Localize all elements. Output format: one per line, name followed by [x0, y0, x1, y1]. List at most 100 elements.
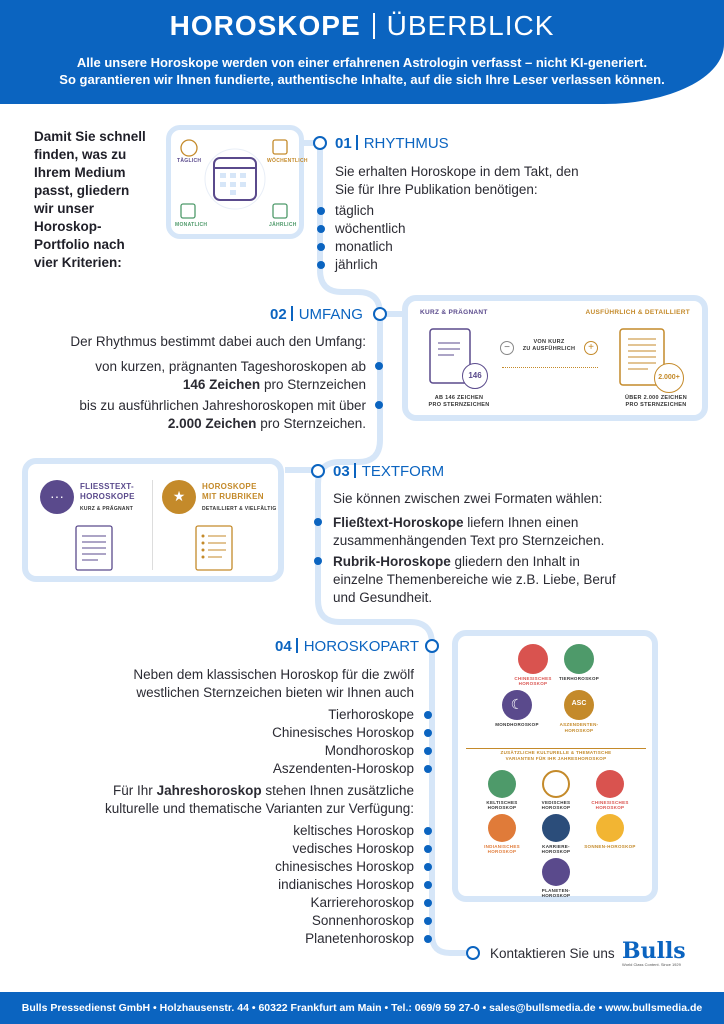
card-label-daily: TÄGLICH [177, 158, 202, 164]
list-item: monatlich [317, 238, 406, 256]
chinese-2-icon [596, 770, 624, 798]
node-01 [313, 136, 327, 150]
list-item: Chinesisches Horoskop [200, 724, 432, 742]
indian-icon [488, 814, 516, 842]
card-label-weekly: WÖCHENTLICH [267, 158, 308, 164]
header-banner: HOROSKOPE ÜBERBLICK Alle unsere Horoskope… [0, 0, 724, 104]
fliesstext-document-icon [75, 525, 113, 571]
rubriken-sub: DETAILLIERT & VIELFÄLTIG [202, 506, 277, 512]
list-item: indianisches Horoskop [200, 876, 432, 894]
list-item: Aszendenten-Horoskop [200, 760, 432, 778]
list-item: Sonnenhoroskop [200, 912, 432, 930]
animal-icon [564, 644, 594, 674]
kind-card: CHINESISCHES HOROSKOP TIERHOROSKOP ☾ MON… [452, 630, 658, 902]
node-03 [311, 464, 325, 478]
calendar-illustration [180, 139, 288, 219]
kind-text-2: Für Ihr Jahreshoroskop stehen Ihnen zusä… [105, 783, 414, 816]
header-subtitle: Alle unsere Horoskope werden von einer e… [0, 54, 724, 88]
label-sun: SONNEN-HOROSKOP [584, 844, 636, 849]
subtitle-line-1: Alle unsere Horoskope werden von einer e… [76, 55, 648, 70]
divider [152, 480, 153, 570]
subtitle-line-2: So garantieren wir Ihnen fundierte, auth… [59, 72, 665, 87]
list-item: vedisches Horoskop [200, 840, 432, 858]
node-02 [373, 307, 387, 321]
card-label-yearly: JÄHRLICH [269, 222, 297, 228]
list-item: täglich [317, 202, 406, 220]
page-title: HOROSKOPE ÜBERBLICK [0, 10, 724, 42]
vedic-icon [542, 770, 570, 798]
format-bullet-2: Rubrik-Horoskope gliedern den Inhalt in … [333, 554, 616, 605]
plus-icon: + [584, 341, 598, 355]
list-item: Tierhoroskope [200, 706, 432, 724]
list-item: Mondhoroskop [200, 742, 432, 760]
long-document-icon [619, 328, 665, 386]
career-icon [542, 814, 570, 842]
kind-list-1: Tierhoroskope Chinesisches Horoskop Mond… [200, 706, 432, 778]
list-item: Karrierehoroskop [200, 894, 432, 912]
scope-card: KURZ & PRÄGNANT AUSFÜHRLICH & DETAILLIER… [402, 295, 708, 421]
sun-icon [596, 814, 624, 842]
chinese-icon [518, 644, 548, 674]
format-bullet-1: Fließtext-Horoskope liefern Ihnen einen … [333, 515, 605, 548]
label-moon: MONDHOROSKOP [495, 722, 539, 727]
fliesstext-title: FLIESSTEXT-HOROSKOPE [80, 482, 135, 501]
label-asc: ASZENDENTEN-HOROSKOP [559, 722, 599, 733]
scope-bullet-1: von kurzen, prägnanten Tageshoroskopen a… [95, 359, 366, 392]
divider [466, 748, 646, 749]
label-chinese-2: CHINESISCHES HOROSKOP [591, 800, 629, 810]
bullet-dot [314, 557, 322, 565]
label-career: KARRIERE-HOROSKOP [541, 844, 571, 854]
fliesstext-sub: KURZ & PRÄGNANT [80, 506, 134, 512]
bullet-dot [375, 362, 383, 370]
scope-text: Der Rhythmus bestimmt dabei auch den Umf… [70, 334, 366, 349]
rhythm-card: TÄGLICH WÖCHENTLICH MONATLICH JÄHRLICH [166, 125, 307, 239]
card-title-short: KURZ & PRÄGNANT [420, 309, 488, 316]
rhythm-text: Sie erhalten Horoskope in dem Takt, den … [335, 164, 579, 197]
minus-icon: − [500, 341, 514, 355]
node-contact [466, 946, 480, 960]
kind-list-2: keltisches Horoskop vedisches Horoskop c… [200, 822, 432, 948]
title-bold: HOROSKOPE [169, 10, 361, 41]
label-chinese: CHINESISCHES HOROSKOP [514, 676, 552, 686]
label-indian: INDIANISCHES HOROSKOP [484, 844, 520, 854]
badge-146: 146 [462, 363, 488, 389]
rhythm-list: täglich wöchentlich monatlich jährlich [317, 202, 406, 274]
card-label-monthly: MONATLICH [175, 222, 208, 228]
list-item: Planetenhoroskop [200, 930, 432, 948]
moon-icon: ☾ [502, 690, 532, 720]
list-item: jährlich [317, 256, 406, 274]
format-card: ··· FLIESSTEXT-HOROSKOPE KURZ & PRÄGNANT… [22, 458, 284, 582]
bullet-dot [314, 518, 322, 526]
list-item: chinesisches Horoskop [200, 858, 432, 876]
bullet-dot [375, 401, 383, 409]
short-document-icon [429, 328, 471, 384]
kind-text: Neben dem klassischen Horoskop für die z… [133, 667, 414, 700]
label-planet: PLANETEN-HOROSKOP [541, 888, 571, 898]
scope-bullet-2: bis zu ausführlichen Jahreshoroskopen mi… [79, 398, 366, 431]
badge-2000: 2.000+ [654, 363, 684, 393]
format-text: Sie können zwischen zwei Formaten wählen… [333, 491, 603, 506]
card-title-long: AUSFÜHRLICH & DETAILLIERT [585, 309, 690, 316]
label-animal: TIERHOROSKOP [558, 676, 600, 681]
list-item: keltisches Horoskop [200, 822, 432, 840]
chat-icon: ··· [40, 480, 74, 514]
planet-icon [542, 858, 570, 886]
star-wheel-icon: ★ [162, 480, 196, 514]
footer: Bulls Pressedienst GmbH • Holzhausenstr.… [0, 992, 724, 1024]
rubriken-document-icon [195, 525, 233, 571]
bulls-logo: Bulls [622, 938, 686, 964]
intro-text: Damit Sie schnell finden, was zu Ihrem M… [34, 129, 146, 270]
label-vedic: VEDISCHES HOROSKOP [541, 800, 571, 810]
title-light: ÜBERBLICK [386, 10, 555, 41]
node-04 [425, 639, 439, 653]
contact-link[interactable]: Kontaktieren Sie uns [490, 946, 615, 961]
